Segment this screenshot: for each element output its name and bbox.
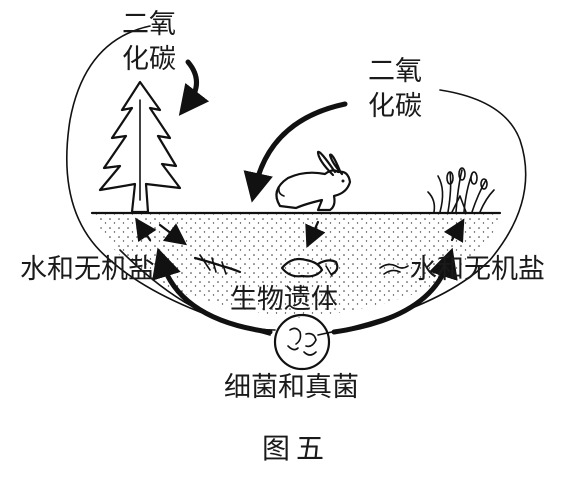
water-salt-right-label: 水和无机盐 xyxy=(410,254,545,285)
co2-right-label-line2: 化碳 xyxy=(368,91,422,122)
co2-to-tree-arrow xyxy=(178,59,210,116)
decomposer-to-left-arrow xyxy=(152,247,273,335)
grass-plant-icon xyxy=(427,167,495,213)
co2-to-ground-arrow xyxy=(243,101,348,203)
decomposers-label: 细菌和真菌 xyxy=(224,372,359,403)
water-salt-left-label: 水和无机盐 xyxy=(20,254,155,285)
remains-middle-icon xyxy=(280,257,339,278)
soil-to-tree-arrow xyxy=(135,217,157,243)
remains-right-icon xyxy=(379,263,409,275)
decomposer-to-right-arrow xyxy=(331,247,458,335)
co2-left-label-line2: 化碳 xyxy=(122,44,176,75)
rabbit-to-soil-arrow xyxy=(305,220,326,249)
tree-to-soil-arrow xyxy=(158,223,188,246)
outer-cycle-loop xyxy=(66,25,271,336)
microbe-circle-icon xyxy=(273,313,331,371)
pine-tree-icon xyxy=(98,80,182,214)
remains-label: 生物遗体 xyxy=(230,284,338,315)
co2-left-label-line1: 二氧 xyxy=(122,9,176,40)
remains-left-icon xyxy=(193,254,242,275)
soil-to-plants-arrow xyxy=(443,218,465,243)
figure-caption: 图五 xyxy=(262,432,330,465)
rabbit-icon xyxy=(275,150,352,212)
co2-right-label-line1: 二氧 xyxy=(368,56,422,87)
